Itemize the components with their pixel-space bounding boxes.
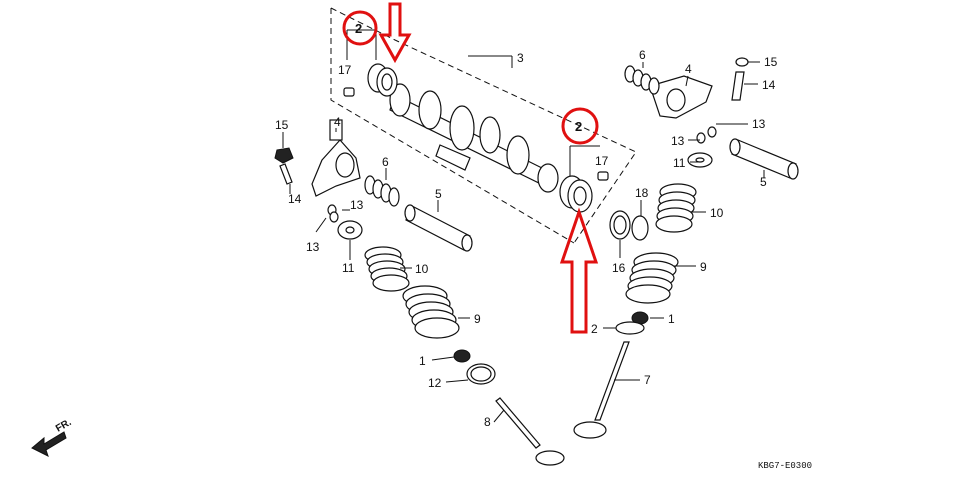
label-dowel-left: 17 <box>338 63 352 77</box>
small-spring-right <box>624 65 660 95</box>
label-shaft-left: 5 <box>435 187 442 201</box>
adjuster-screw-left <box>279 163 293 185</box>
o-ring-left <box>327 204 339 223</box>
rocker-shaft-left <box>404 204 473 252</box>
label-bearing-left: 2 <box>355 21 362 36</box>
label-adjuster-nut-right: 15 <box>764 55 778 69</box>
label-adjuster-screw-right: 14 <box>762 78 776 92</box>
diagram-code: KBG7-E0300 <box>758 461 812 471</box>
camshaft-group-outline <box>330 7 637 244</box>
label-o-ring-left-lower: 13 <box>306 240 320 254</box>
label-spring-small-left: 6 <box>382 155 389 169</box>
camshaft <box>389 83 559 193</box>
adjuster-nut-right <box>735 57 749 67</box>
inner-spring-right <box>625 252 679 304</box>
ring-right <box>631 215 649 241</box>
adjuster-nut-left <box>274 147 294 164</box>
label-ring-right: 18 <box>635 186 649 200</box>
label-outer-spring-left: 10 <box>415 262 429 276</box>
outer-spring-left <box>364 246 410 292</box>
rocker-shaft-right <box>729 138 799 180</box>
label-washer-left: 11 <box>342 261 355 275</box>
callout-labels: 2 2 3 17 17 15 14 4 13 13 11 6 5 10 9 1 … <box>275 21 778 429</box>
label-inner-spring-left: 9 <box>474 312 481 326</box>
bearing-right <box>559 175 593 213</box>
outer-spring-right <box>655 183 697 233</box>
rocker-arm-left <box>311 119 361 197</box>
label-seat-right: 16 <box>612 261 626 275</box>
dowel-pin-left <box>343 87 355 97</box>
label-cotter-right: 2 <box>591 322 598 336</box>
rocker-arm-right <box>649 75 713 119</box>
label-outer-spring-right: 10 <box>710 206 724 220</box>
label-o-ring-right-a: 13 <box>671 134 685 148</box>
label-seal-left: 12 <box>428 376 442 390</box>
label-camshaft: 3 <box>517 51 524 65</box>
label-retainer-left: 1 <box>419 354 426 368</box>
o-ring-right <box>696 126 717 144</box>
dowel-pin-right <box>597 171 609 181</box>
label-inner-spring-right: 9 <box>700 260 707 274</box>
adjuster-screw-right <box>731 71 745 101</box>
label-adjuster-nut-left: 15 <box>275 118 289 132</box>
valve-seat-right <box>609 210 631 240</box>
washer-left <box>337 220 363 240</box>
cotter-right <box>615 321 645 335</box>
leader-lines <box>282 29 765 423</box>
label-rocker-left: 4 <box>334 115 341 129</box>
inner-spring-left <box>402 285 460 339</box>
label-valve-exhaust: 8 <box>484 415 491 429</box>
small-spring-left <box>364 175 400 207</box>
intake-valve <box>573 341 630 439</box>
label-shaft-right: 5 <box>760 175 767 189</box>
label-adjuster-screw-left: 14 <box>288 192 302 206</box>
retainer-left <box>453 349 471 363</box>
red-annotations <box>342 2 599 334</box>
label-rocker-right: 4 <box>685 62 692 76</box>
label-spring-small-right: 6 <box>639 48 646 62</box>
label-washer-right: 11 <box>673 156 686 170</box>
valve-seal-left <box>466 363 496 385</box>
label-valve-intake: 7 <box>644 373 651 387</box>
label-retainer-right: 1 <box>668 312 675 326</box>
label-o-ring-left-upper: 13 <box>350 198 364 212</box>
exhaust-valve <box>495 397 565 466</box>
front-direction-label: FR. <box>54 417 74 435</box>
washer-right <box>687 152 713 168</box>
label-dowel-right: 17 <box>595 154 609 168</box>
bearing-left <box>367 63 398 97</box>
label-o-ring-right-b: 13 <box>752 117 766 131</box>
front-direction-marker <box>31 431 67 457</box>
label-bearing-right: 2 <box>575 119 582 134</box>
